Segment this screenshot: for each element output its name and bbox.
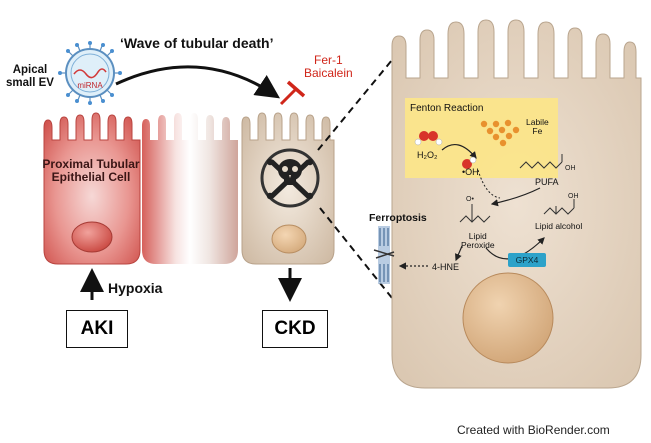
- inhibitors-label: Fer-1 Baicalein: [304, 53, 353, 81]
- h2o2-molecule-icon: [414, 131, 443, 146]
- wave-title: ‘Wave of tubular death’: [120, 35, 274, 51]
- oh-radical-label: •OH: [462, 167, 479, 177]
- ckd-box: CKD: [262, 310, 328, 348]
- peroxide-to-hne-arrow: [455, 245, 463, 262]
- fenton-arrow: [441, 143, 477, 159]
- pufa-structure: [519, 161, 563, 169]
- oh-group-label-2: OH: [568, 193, 579, 200]
- membrane-icon: [373, 226, 395, 284]
- pufa-to-peroxide-arrow: [490, 187, 541, 207]
- gpx4-badge: GPX4: [508, 253, 546, 267]
- zoom-line-top: [317, 59, 393, 151]
- apical-small-ev-label: Apical small EV: [6, 64, 54, 89]
- zoomed-nucleus: [462, 272, 554, 364]
- wave-arrow: [115, 65, 280, 99]
- lipid-peroxide-label: Lipid Peroxide: [461, 231, 495, 251]
- h2o2-label: H₂O₂: [417, 150, 438, 160]
- skull-crossbones-icon: [260, 148, 320, 208]
- fenton-label: Fenton Reaction: [410, 103, 484, 114]
- inhibition-symbol: [279, 80, 306, 106]
- transition-cell: [142, 113, 238, 264]
- lipid-peroxide-structure: [459, 215, 491, 223]
- oh-to-pufa-arrow: [477, 169, 501, 199]
- aki-cell: [43, 112, 141, 265]
- labile-fe-icon: [480, 119, 520, 147]
- credit-text: Created with BioRender.com: [457, 423, 610, 437]
- pufa-label: PUFA: [535, 177, 559, 187]
- labile-fe-label: Labile Fe: [526, 117, 549, 137]
- ckd-cell: [241, 112, 335, 265]
- zoomed-cell: [391, 19, 642, 389]
- oh-group-label: OH: [565, 165, 576, 172]
- aki-nucleus: [71, 221, 113, 253]
- lipid-alcohol-label: Lipid alcohol: [535, 221, 583, 231]
- ckd-nucleus: [271, 224, 307, 254]
- small-ev-icon: [58, 41, 122, 105]
- aki-box: AKI: [66, 310, 128, 348]
- ferroptosis-label: Ferroptosis: [369, 212, 427, 224]
- hne-label: 4-HNE: [432, 262, 460, 272]
- mirna-label: miRNA: [77, 81, 103, 90]
- cell-label: Proximal Tubular Epithelial Cell: [42, 157, 140, 185]
- lipid-alcohol-structure: [543, 207, 575, 215]
- oxygen-radical-label: O•: [466, 196, 474, 203]
- hypoxia-label: Hypoxia: [108, 280, 163, 296]
- oh-radical-icon: [462, 156, 477, 169]
